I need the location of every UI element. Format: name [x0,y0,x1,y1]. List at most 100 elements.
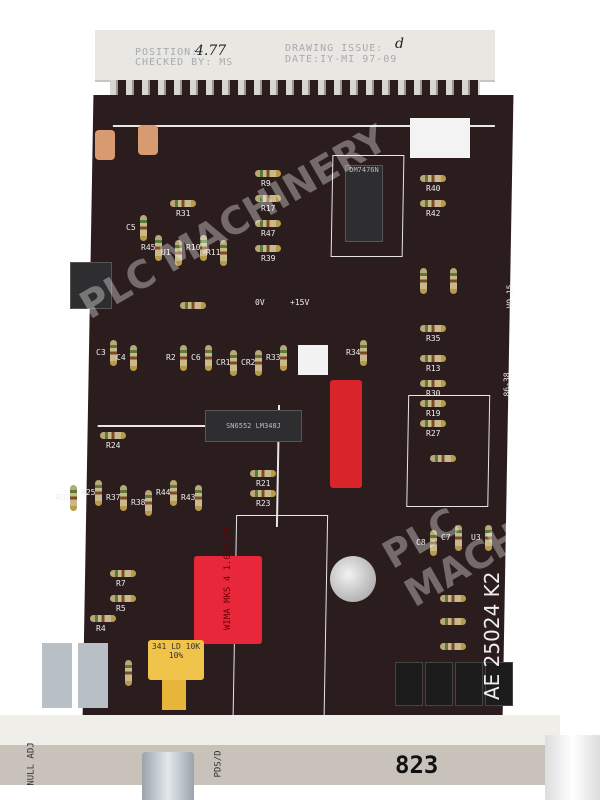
panel-handle[interactable] [545,735,600,800]
component-label: C6 [191,353,201,362]
film-capacitor-c7 [330,380,362,488]
resistor [180,302,206,309]
component-label: R7 [116,579,126,588]
resistor [180,345,187,371]
component-label: R5 [116,604,126,613]
ic-socket [70,262,112,309]
resistor [420,420,446,427]
component-label: CR2 [241,358,256,367]
resistor [420,380,446,387]
resistor [255,195,281,202]
resistor [485,525,492,551]
component-label: R43 [181,493,196,502]
component-label: R38 [131,498,146,507]
terminal-block [425,662,453,706]
label-15v: +15V [290,298,310,307]
electrolytic-capacitor [138,125,158,155]
ic-u1-label: DM7476N [349,166,379,174]
component-label: R17 [261,204,276,213]
component-label: R10 [186,243,201,252]
pot-shaft [162,680,186,710]
resistor [110,570,136,577]
terminal-block [455,662,483,706]
resistor [170,200,196,207]
component-label: R45 [141,243,156,252]
capacitor-c5 [410,118,470,158]
resistor [450,268,457,294]
edge-connector-label: POSITION: 4.77 CHECKED BY: MS DRAWING IS… [95,30,495,82]
component-label: R4 [96,624,106,633]
position-label: POSITION: [135,47,199,58]
front-panel-mid-text: PDS/D [213,750,224,778]
resistor [420,268,427,294]
front-panel-rail [0,715,560,749]
component-label: C8 [416,538,426,547]
component-label: C7 [441,533,451,542]
resistor [125,660,132,686]
resistor [250,490,276,497]
component-label: R39 [261,254,276,263]
resistor [420,175,446,182]
resistor [140,215,147,241]
resistor [110,595,136,602]
resistor [430,530,437,556]
component-label: R23 [256,499,271,508]
resistor [440,643,466,650]
resistor [420,200,446,207]
front-panel-left-text: NULL ADJ [26,742,37,786]
resistor [440,618,466,625]
label-0v: 0V [255,298,265,307]
component-label: R34 [346,348,361,357]
component-label: R11 [206,248,221,257]
component-label: R32 [56,493,71,502]
component-label: R2 [166,353,176,362]
wima-capacitor: WIMA MKS 4 1.0µF 63 [194,527,262,644]
component-label: C5 [126,223,136,232]
resistor [420,355,446,362]
component-label: R37 [106,493,121,502]
test-socket [42,643,72,708]
component-label: R25 [81,488,96,497]
trimmer-potentiometer[interactable]: 341 LD 10K 10% [148,640,204,680]
front-panel: NULL ADJ PDS/D 823 [0,742,600,786]
resistor [360,340,367,366]
terminal-block [395,662,423,706]
resistor [230,350,237,376]
resistor [420,400,446,407]
resistor [175,240,182,266]
resistor [255,220,281,227]
resistor [200,235,207,261]
front-panel-number: 823 [395,751,439,779]
adjust-knob[interactable] [142,752,194,800]
component-label: R27 [426,429,441,438]
component-label: R19 [426,409,441,418]
resistor [420,325,446,332]
resistor [70,485,77,511]
component-label: CR1 [216,358,231,367]
position-value: 4.77 [195,43,227,59]
cert-mark: VO 15 [505,284,515,309]
resistor [440,595,466,602]
resistor [110,340,117,366]
component-label: R33 [266,353,281,362]
board-code: AE 25024 K2 [480,571,504,701]
component-label: R21 [256,479,271,488]
resistor [155,235,162,261]
component-label: R35 [426,334,441,343]
drawing-issue-value: d [395,36,404,52]
date-mark: 86-38 [502,372,512,397]
component-label: C3 [96,348,106,357]
resistor [130,345,137,371]
resistor [205,345,212,371]
component-label: R40 [426,184,441,193]
component-label: C4 [116,353,126,362]
resistor [95,480,102,506]
ic-u3: SN6552 LM348J [205,410,302,442]
component-label: R24 [106,441,121,450]
resistor [220,240,227,266]
resistor [430,455,456,462]
resistor [455,525,462,551]
resistor [100,432,126,439]
resistor [170,480,177,506]
component-label: R44 [156,488,171,497]
